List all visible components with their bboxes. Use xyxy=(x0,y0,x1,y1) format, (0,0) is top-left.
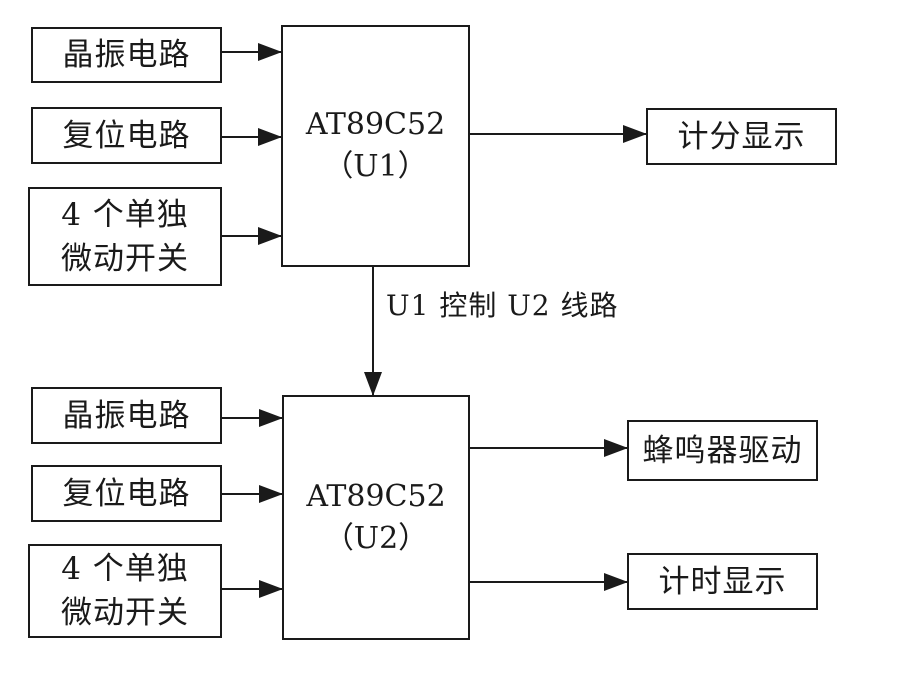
u1-mcu-name: AT89C52 xyxy=(305,107,446,142)
u1-reset-circuit-label: 复位电路 xyxy=(62,117,191,154)
u2-timer-display-label: 计时显示 xyxy=(658,563,787,600)
u2-mcu-box: AT89C52 （U2） xyxy=(282,395,470,640)
u2-switches-box: 4 个单独 微动开关 xyxy=(28,544,222,638)
u2-buzzer-driver-box: 蜂鸣器驱动 xyxy=(627,420,818,481)
u1-score-display-box: 计分显示 xyxy=(646,108,837,165)
u2-crystal-circuit-box: 晶振电路 xyxy=(31,387,222,444)
u1-mcu-box: AT89C52 （U1） xyxy=(281,25,470,267)
u2-switches-label-line2: 微动开关 xyxy=(61,595,189,631)
u1-control-u2-label: U1 控制 U2 线路 xyxy=(386,289,619,322)
u1-switches-box: 4 个单独 微动开关 xyxy=(28,187,222,286)
u1-reset-circuit-box: 复位电路 xyxy=(31,107,222,164)
u1-crystal-circuit-label: 晶振电路 xyxy=(62,37,191,73)
u2-switches-label-line1: 4 个单独 xyxy=(61,551,189,587)
u2-crystal-circuit-label: 晶振电路 xyxy=(62,397,191,434)
u2-timer-display-box: 计时显示 xyxy=(627,553,818,610)
u1-crystal-circuit-box: 晶振电路 xyxy=(31,27,222,83)
u1-score-display-label: 计分显示 xyxy=(677,118,806,155)
u2-buzzer-driver-label: 蜂鸣器驱动 xyxy=(642,432,803,469)
u2-reset-circuit-label: 复位电路 xyxy=(62,475,191,512)
u1-switches-label-line1: 4 个单独 xyxy=(61,196,189,233)
u2-mcu-id: （U2） xyxy=(323,520,429,556)
u1-mcu-id: （U1） xyxy=(323,149,428,184)
u2-reset-circuit-box: 复位电路 xyxy=(31,465,222,522)
u2-mcu-name: AT89C52 xyxy=(306,478,446,514)
u1-switches-label-line2: 微动开关 xyxy=(61,240,189,277)
